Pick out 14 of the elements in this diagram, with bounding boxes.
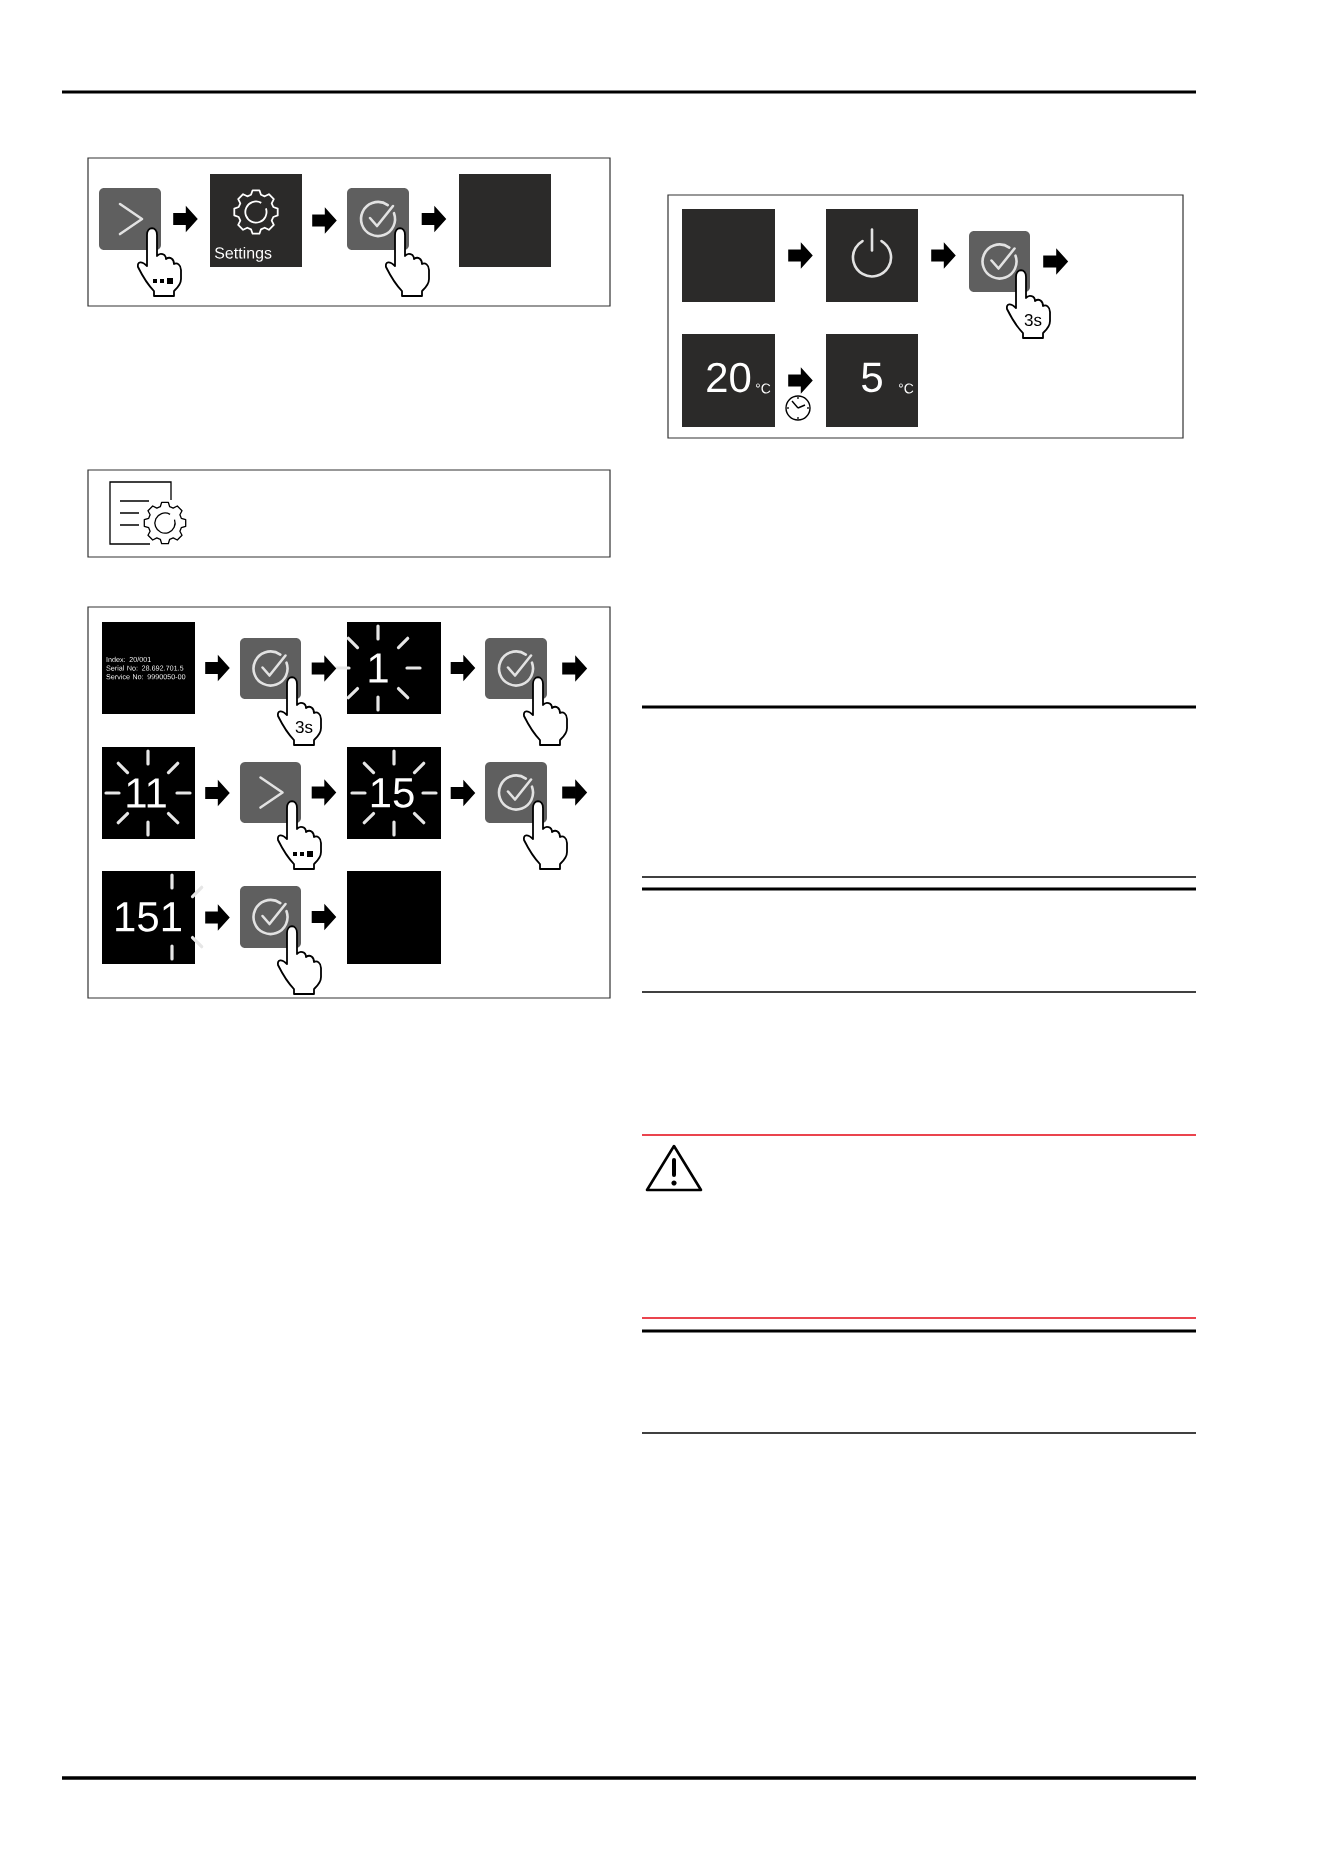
- node-label: 151: [116, 902, 181, 932]
- duration-label: 3s: [1024, 314, 1042, 327]
- node-label: 11: [127, 778, 166, 808]
- node-label: 5: [862, 362, 882, 393]
- node-label: °C: [898, 383, 914, 394]
- display-screen: [682, 209, 775, 302]
- display-screen: [347, 871, 441, 964]
- node-label: 20: [707, 362, 751, 393]
- display-screen: [459, 174, 551, 267]
- duration-label: 3s: [295, 721, 313, 734]
- node-label: °C: [755, 383, 771, 394]
- node-label: 1: [369, 653, 388, 683]
- node-label: Settings: [214, 246, 272, 262]
- node-label: 15: [371, 778, 414, 808]
